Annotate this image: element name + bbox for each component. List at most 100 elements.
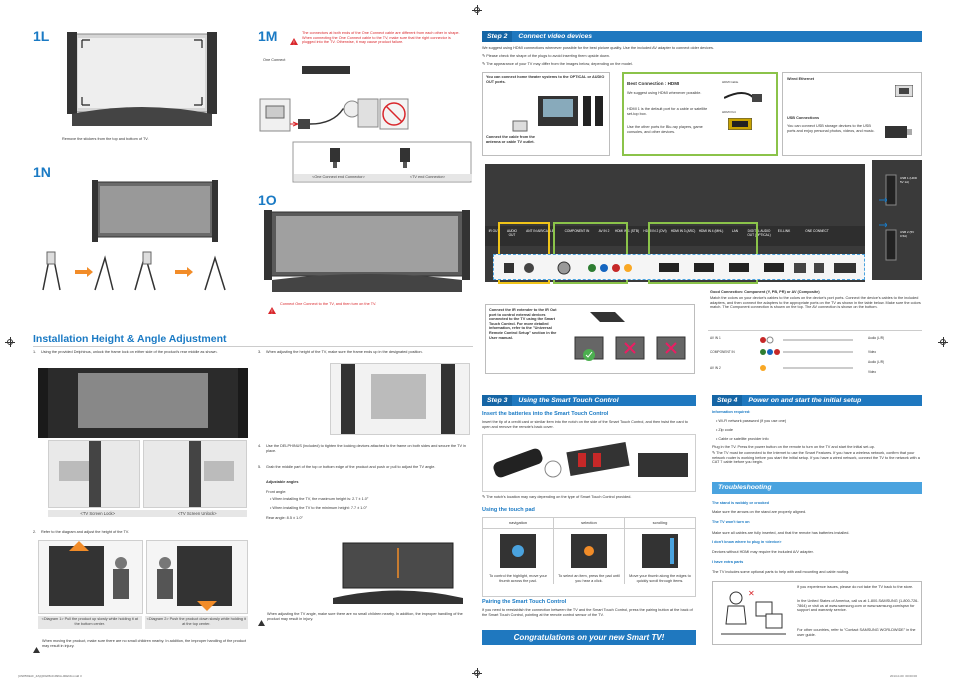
step2-note-2-text: The appearance of your TV may differ fro… xyxy=(486,62,633,66)
touchpad-navigation-text: To control the highlight, move your thum… xyxy=(489,574,547,583)
or-label: or xyxy=(543,119,547,123)
svg-text:!: ! xyxy=(293,40,294,45)
section-1n-label: 1N xyxy=(33,164,51,180)
one-connect-diagram xyxy=(258,64,472,184)
port-label: COMPONENT IN xyxy=(564,229,590,233)
touchpad-navigation-image xyxy=(483,529,553,573)
warning-icon: ! xyxy=(290,32,298,50)
network-note-text: The TV must be connected to the Internet… xyxy=(712,451,920,465)
pairing-heading: Pairing the Smart Touch Control xyxy=(482,599,567,605)
front-angle-max-text: When installing the TV, the maximum heig… xyxy=(272,497,369,501)
port-label: ANT IN AIR/CABLE xyxy=(526,229,554,233)
port-label: IR OUT xyxy=(488,229,500,233)
warning-icon xyxy=(33,640,40,658)
install-step-3-text: When adjusting the height of the TV, mak… xyxy=(266,350,423,354)
port-label: LAN xyxy=(731,229,739,233)
info-item-provider: • Cable or satellite provider info xyxy=(716,437,769,441)
support-illustration: ✕ xyxy=(721,589,786,635)
front-angle-max: • When installing the TV, the maximum he… xyxy=(270,497,369,501)
port-label: HDMI IN 2 (DVI) xyxy=(643,229,667,233)
network-note: ✎ The TV must be connected to the Intern… xyxy=(712,451,920,465)
hdmi-port-label: HDMI Port xyxy=(722,110,737,114)
front-angle-min: • When installing the TV to the minimum … xyxy=(270,506,368,510)
pairing-text: If you need to reestablish the connectio… xyxy=(482,608,693,617)
svg-text:!: ! xyxy=(271,309,272,314)
1n-tv-illustration xyxy=(90,180,220,250)
hdmi-cable-label: HDMI Cable xyxy=(722,80,739,84)
touchpad-table: navigation selection scrolling To contro… xyxy=(482,517,696,597)
ports-illustration xyxy=(504,261,856,275)
usb-icon xyxy=(879,190,888,208)
touchpad-scrolling-text: Move your thumb along the edges to quick… xyxy=(624,573,695,585)
port-label: DIGITAL AUDIO OUT (OPTICAL) xyxy=(747,229,771,237)
hdmi-port-icon xyxy=(728,118,752,130)
tv-screen-lock-image xyxy=(48,440,140,508)
frame-position-image xyxy=(330,363,470,435)
batteries-note: ✎ The notch's location may vary dependin… xyxy=(482,495,632,499)
step2-note-1: ✎ Please check the shape of the plugs to… xyxy=(482,54,610,58)
install-step-2-number: 2. xyxy=(33,530,37,534)
install-step-2-text: Refer to the diagram and adjust the heig… xyxy=(41,530,130,534)
tv-screen-unlock-image xyxy=(143,440,247,508)
hdmi-other-text: Use the other ports for Blu-ray players,… xyxy=(627,125,703,134)
registration-mark-right xyxy=(938,337,948,347)
port-label: HDMI IN 4 (MHL) xyxy=(698,229,724,233)
home-theater-text: You can connect home theater systems to … xyxy=(486,75,605,84)
hdmi-highlight xyxy=(648,222,758,284)
congratulations-banner: Congratulations on your new Smart TV! xyxy=(482,630,696,645)
footer-left: [UN85S9AF_ZA]QRG88-01996A-00ENG.indd 3 xyxy=(18,674,82,678)
port-row xyxy=(493,254,865,280)
adjustable-angles-label: Adjustable angles xyxy=(266,480,299,484)
footer-right: 2013-0-00 ⁠ 00:00:00 xyxy=(890,674,918,678)
best-connection-title: Best Connection : HDMI xyxy=(627,81,680,86)
trouble-a2: Make sure all cables are fully inserted,… xyxy=(712,531,850,535)
home-theater-box: You can connect home theater systems to … xyxy=(482,72,610,156)
ir-extender-box: Connect the IR extender to the IR Out po… xyxy=(485,304,695,374)
section-1o-label: 1O xyxy=(258,192,277,208)
touchpad-scrolling-image xyxy=(624,529,695,573)
component-highlight xyxy=(553,222,628,284)
touchpad-selection-image xyxy=(553,529,624,573)
installation-divider xyxy=(33,346,473,347)
batteries-heading: Insert the batteries into the Smart Touc… xyxy=(482,411,609,417)
install-step-3-number: 3. xyxy=(258,350,262,354)
trouble-q3: I don't know where to plug in <device> xyxy=(712,540,782,544)
touchpad-header-row: navigation selection scrolling xyxy=(483,518,695,529)
caption-tv-end: <TV end Connector> xyxy=(409,175,446,179)
install-step-5-number: 5. xyxy=(258,465,262,469)
av-in-1-label: AV IN 1 xyxy=(710,336,721,340)
1m-warning-text: The connectors at both ends of the One C… xyxy=(302,31,460,45)
section-1m-label: 1M xyxy=(258,28,278,44)
support-text-1: If you experience issues, please do not … xyxy=(797,585,914,589)
support-text-2: In the United States of America, call us… xyxy=(797,599,919,613)
audio-lr-label-1: Audio (L/R) xyxy=(868,336,885,340)
diagram-captions: <Diagram 1> Pull the product up slowly w… xyxy=(38,616,248,629)
height-warning-text: When moving the product, make sure there… xyxy=(42,639,247,648)
install-step-4-text: Use the DELPHINUS (included) to tighten … xyxy=(266,444,467,453)
plug-in-text: Plug in the TV. Press the power button o… xyxy=(712,445,875,449)
component-in-label: COMPONENT IN xyxy=(710,350,735,354)
batteries-illustration xyxy=(482,434,696,492)
installation-title: Installation Height & Angle Adjustment xyxy=(33,333,227,345)
audio-lr-label-2: Audio (L/R) xyxy=(868,360,885,364)
usb-connections-text: You can connect USB storage devices to t… xyxy=(787,124,875,133)
audio-highlight xyxy=(498,222,550,284)
usb-1-label: USB 1 (HDD 5V 1A) xyxy=(900,176,918,184)
lock-caption: <TV Screen Lock> xyxy=(80,511,116,516)
usb-icon xyxy=(879,215,888,233)
step2-note-2: ✎ The appearance of your TV may differ f… xyxy=(482,62,633,66)
step2-intro: We suggest using HDMI connections whenev… xyxy=(482,46,714,50)
touchpad-heading: Using the touch pad xyxy=(482,507,535,513)
touchpad-selection-text: To select an item, press the pad until y… xyxy=(553,573,624,585)
install-step-5-text: Grab the middle part of the top or botto… xyxy=(266,465,436,469)
touchpad-col-navigation: navigation xyxy=(508,520,528,525)
tv-stickers-illustration xyxy=(62,30,222,135)
tv-rear-illustration xyxy=(38,368,248,438)
unlock-caption: <TV Screen Unlock> xyxy=(177,511,217,516)
trouble-q2: The TV won't turn on xyxy=(712,520,750,524)
info-item-zip: • Zip code xyxy=(716,428,733,432)
port-label: EX-LINK xyxy=(777,229,791,233)
best-connection-box: Best Connection : HDMI We suggest using … xyxy=(622,72,778,156)
